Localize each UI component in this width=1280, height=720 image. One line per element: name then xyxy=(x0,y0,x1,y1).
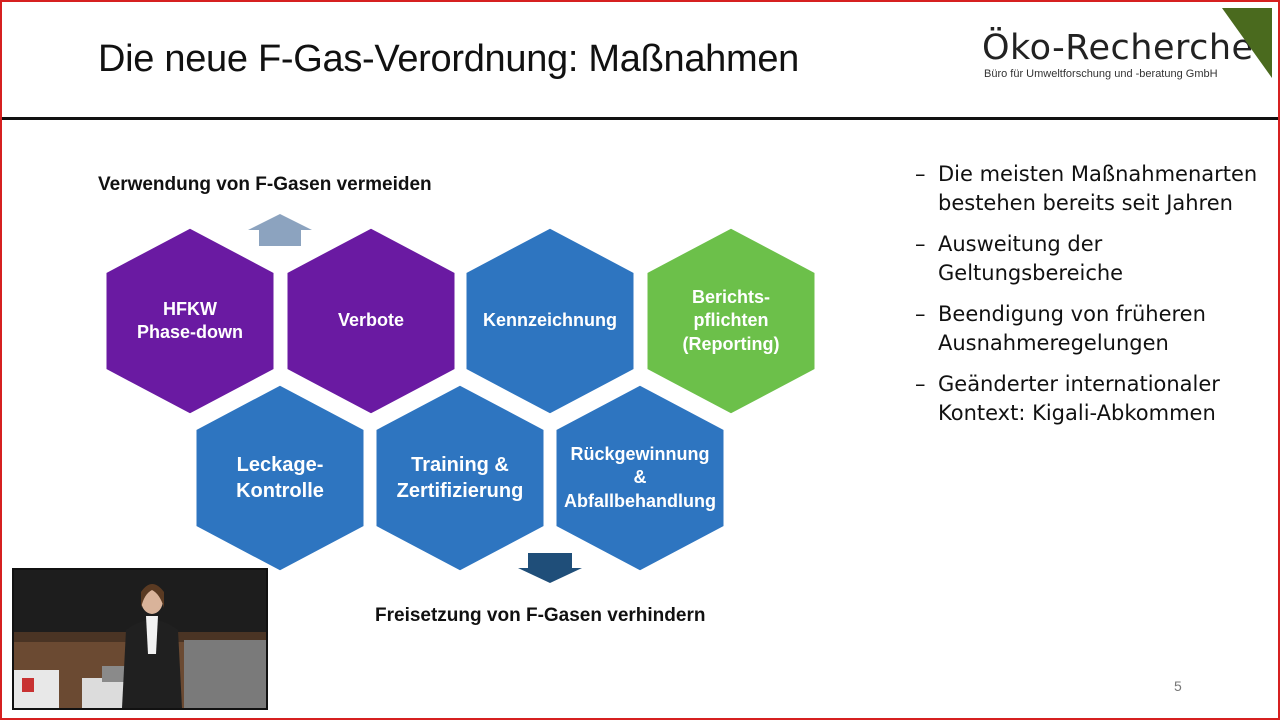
bullet-text: Geänderter internationaler Kontext: Kiga… xyxy=(938,371,1220,425)
bullet-text: Ausweitung der Geltungsbereiche xyxy=(938,231,1124,285)
hexagon-kennzeichnung xyxy=(463,225,637,417)
bullet-dash: – xyxy=(915,162,926,186)
header-divider xyxy=(2,117,1278,120)
hexagon-hfkw-phase-down xyxy=(103,225,277,417)
logo-subtitle: Büro für Umweltforschung und -beratung G… xyxy=(984,68,1218,80)
hexagon-label-training-zertifizierung: Training & Zertifizierung xyxy=(396,454,524,502)
bullet-item: – Ausweitung der Geltungsbereiche xyxy=(915,230,1260,288)
hexagon-training-zertifizierung xyxy=(373,382,547,574)
bullet-list: – Die meisten Maßnahmenarten bestehen be… xyxy=(915,160,1260,440)
slide-title: Die neue F-Gas-Verordnung: Maßnahmen xyxy=(98,38,800,80)
bullet-item: – Die meisten Maßnahmenarten bestehen be… xyxy=(915,160,1260,218)
label-prevent-release: Freisetzung von F-Gasen verhindern xyxy=(375,605,706,626)
hexagon-label-berichtspflichten: Berichts- pflichten (Reporting) xyxy=(682,286,780,354)
hexagon-verbote xyxy=(284,225,458,417)
bullet-dash: – xyxy=(915,231,926,256)
label-avoid-use: Verwendung von F-Gasen vermeiden xyxy=(98,174,432,195)
hexagon-leckage-kontrolle xyxy=(193,382,367,574)
bullet-text: Beendigung von früheren Ausnahmeregelung… xyxy=(938,301,1206,355)
speaker-video-image xyxy=(14,570,266,708)
bullet-item: – Geänderter internationaler Kontext: Ki… xyxy=(915,370,1260,428)
arrow-up-icon xyxy=(248,214,312,246)
bullet-dash: – xyxy=(915,371,926,396)
speaker-video-thumbnail[interactable] xyxy=(12,568,268,710)
hexagon-label-hfkw-phase-down: HFKW Phase-down xyxy=(136,298,243,342)
logo-corner-triangle xyxy=(1222,8,1272,78)
hexagon-label-kennzeichnung: Kennzeichnung xyxy=(483,310,617,331)
hexagon-label-verbote: Verbote xyxy=(337,310,405,331)
hexagon-rueckgewinnung xyxy=(553,382,727,574)
bullet-dash: – xyxy=(915,301,926,326)
bullet-text: Die meisten Maßnahmenarten bestehen bere… xyxy=(938,162,1258,215)
page-number: 5 xyxy=(1174,678,1182,694)
hexagon-label-rueckgewinnung: Rückgewinnung & Abfallbehandlung xyxy=(564,443,716,511)
arrow-down-icon xyxy=(518,553,582,583)
hexagon-label-leckage-kontrolle: Leckage- Kontrolle xyxy=(236,454,324,502)
hexagon-berichtspflichten xyxy=(644,225,818,417)
logo-name: Öko-Recherche xyxy=(982,28,1254,68)
bullet-item: – Beendigung von früheren Ausnahmeregelu… xyxy=(915,300,1260,358)
